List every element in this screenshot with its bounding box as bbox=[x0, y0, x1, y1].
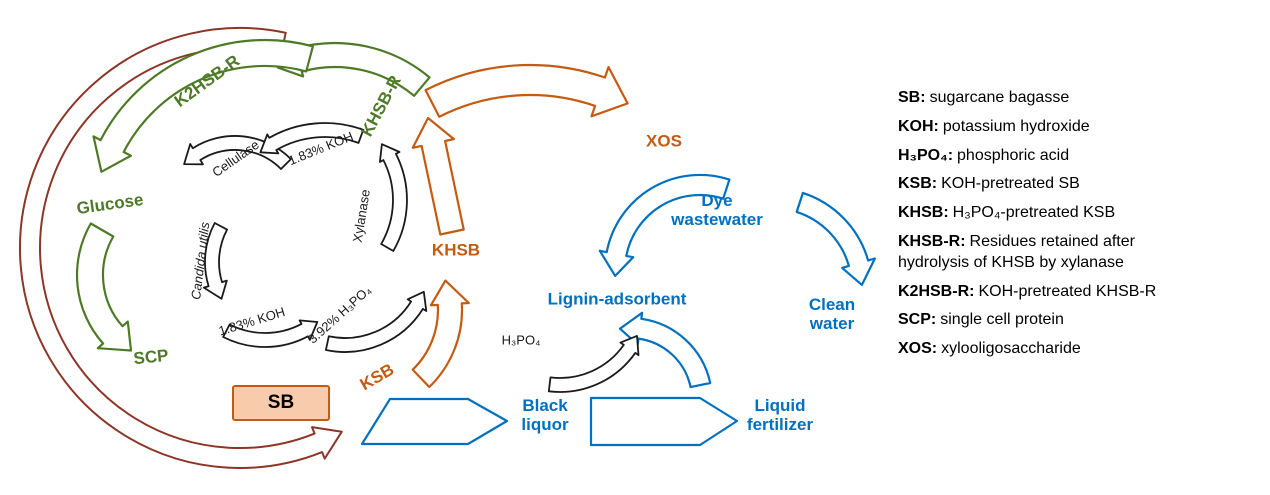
legend-term: KHSB-R: bbox=[898, 232, 966, 250]
legend-term: KHSB: bbox=[898, 204, 949, 222]
legend-def: sugarcane bagasse bbox=[929, 89, 1070, 106]
legend-item: XOS:xylooligosaccharide bbox=[898, 339, 1194, 360]
legend-item: SB:sugarcane bagasse bbox=[898, 88, 1194, 109]
legend: SB:sugarcane bagasse KOH:potassium hydro… bbox=[898, 88, 1194, 368]
black-h3po4-to-lignin-arrow bbox=[547, 335, 640, 393]
legend-item: H₃PO₄:phosphoric acid bbox=[898, 146, 1194, 167]
node-lignin-adsorbent: Lignin-adsorbent bbox=[547, 289, 687, 309]
node-khsb: KHSB bbox=[431, 240, 481, 260]
legend-def: H₃PO₄-pretreated KSB bbox=[952, 204, 1116, 222]
node-xos: XOS bbox=[646, 131, 682, 151]
legend-def: xylooligosaccharide bbox=[941, 340, 1081, 358]
black-xylanase-arrow bbox=[379, 143, 408, 252]
legend-item: KHSB-R:Residues retained after hydrolysi… bbox=[898, 232, 1194, 274]
node-clean-water: Clean water bbox=[808, 294, 856, 333]
legend-def: single cell protein bbox=[940, 311, 1064, 329]
legend-item: KHSB:H₃PO₄-pretreated KSB bbox=[898, 203, 1194, 224]
node-scp: SCP bbox=[132, 345, 170, 369]
node-black-liquor: Black liquor bbox=[521, 395, 569, 434]
legend-term: SB: bbox=[898, 89, 926, 106]
liquid-fertilizer-banner-arrow bbox=[589, 396, 739, 447]
orange-khsb-to-xos-arrow bbox=[424, 63, 629, 118]
blue-fertilizer-to-lignin-arrow bbox=[618, 311, 712, 389]
orange-ksb-to-khsb-arrow bbox=[411, 279, 470, 389]
legend-item: SCP:single cell protein bbox=[898, 310, 1194, 331]
orange-khsb-up-arrow bbox=[411, 116, 465, 236]
legend-def: potassium hydroxide bbox=[942, 117, 1090, 135]
legend-item: KOH:potassium hydroxide bbox=[898, 117, 1194, 138]
legend-def: KOH-pretreated KHSB-R bbox=[978, 282, 1157, 300]
node-liquid-fertilizer: Liquid fertilizer bbox=[746, 395, 814, 434]
blue-dye-to-lignin-arrow bbox=[598, 173, 731, 277]
blue-dye-to-cleanwater-arrow bbox=[795, 191, 876, 286]
legend-term: K2HSB-R: bbox=[898, 282, 975, 300]
green-k2hsbr-to-glucose-arrow bbox=[92, 38, 314, 173]
legend-term: SCP: bbox=[898, 311, 937, 329]
legend-term: KOH: bbox=[898, 117, 939, 135]
black-liquor-banner-arrow bbox=[360, 397, 509, 446]
node-sb: SB bbox=[232, 385, 330, 421]
black-koh-bottom-arrow bbox=[222, 319, 319, 348]
label-h3po4: H₃PO₄ bbox=[501, 332, 541, 348]
legend-item: KSB:KOH-pretreated SB bbox=[898, 174, 1194, 195]
legend-def: phosphoric acid bbox=[957, 146, 1070, 164]
black-candida-utilis-arrow bbox=[202, 222, 228, 300]
green-glucose-to-scp-arrow bbox=[75, 222, 133, 352]
legend-def: KOH-pretreated SB bbox=[941, 175, 1080, 193]
legend-item: K2HSB-R:KOH-pretreated KHSB-R bbox=[898, 282, 1194, 303]
black-h3po4-percent-arrow bbox=[325, 290, 428, 353]
black-koh-top-arrow bbox=[259, 122, 365, 155]
legend-term: XOS: bbox=[898, 340, 938, 358]
legend-def: Residues retained after hydrolysis of KH… bbox=[898, 232, 1135, 271]
node-dye-wastewater: Dye wastewater bbox=[671, 190, 763, 229]
legend-term: H₃PO₄: bbox=[898, 146, 954, 164]
maroon-koh-to-blackliquor-arc-arrow bbox=[18, 27, 343, 469]
legend-term: KSB: bbox=[898, 175, 938, 193]
